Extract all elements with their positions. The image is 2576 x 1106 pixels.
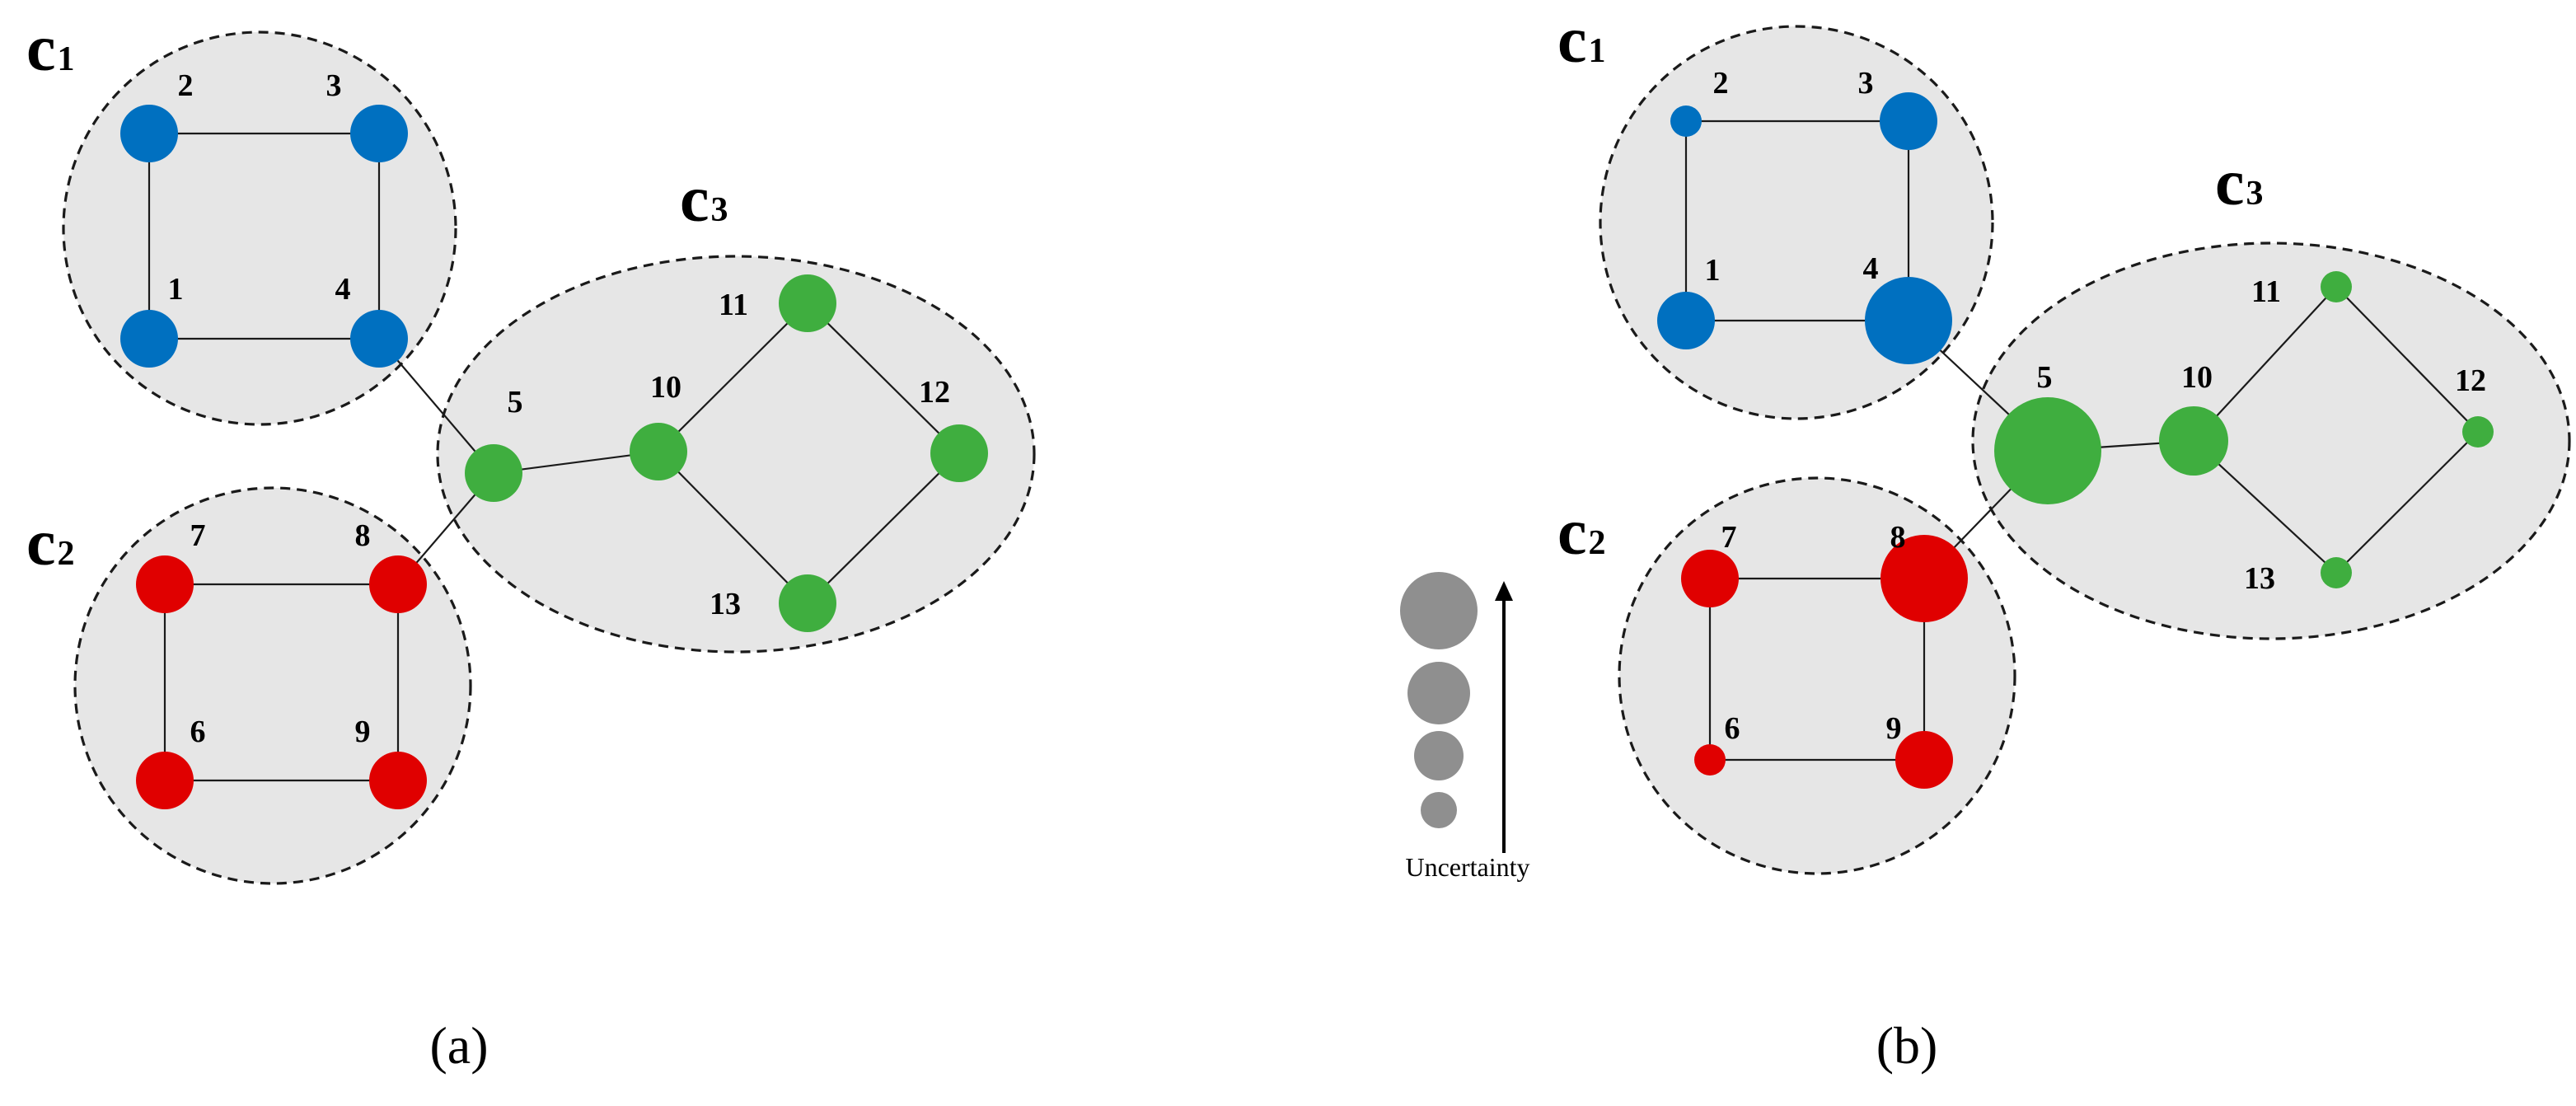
node-label-4: 4 (1863, 251, 1879, 286)
node-12 (930, 424, 988, 482)
node-label-8: 8 (1890, 520, 1906, 555)
node-label-11: 11 (2251, 274, 2281, 309)
node-label-12: 12 (919, 375, 950, 410)
node-label-10: 10 (2181, 360, 2213, 395)
node-label-8: 8 (355, 518, 371, 553)
cluster-c1-region (1599, 25, 1994, 420)
node-label-13: 13 (2244, 561, 2275, 596)
node-6 (136, 752, 194, 809)
node-label-9: 9 (1886, 711, 1902, 746)
cluster-label-c2: c2 (26, 507, 75, 579)
node-13 (779, 574, 836, 632)
node-8 (369, 555, 427, 613)
cluster-c1-region (62, 30, 457, 426)
node-11 (779, 274, 836, 332)
node-label-7: 7 (1721, 520, 1737, 555)
node-2 (1670, 105, 1702, 137)
node-5 (1994, 397, 2101, 504)
edge-10-11 (658, 302, 808, 452)
edge-12-13 (807, 452, 960, 604)
node-label-9: 9 (355, 715, 371, 749)
legend-circle-level-2 (1414, 731, 1464, 780)
node-label-1: 1 (1705, 253, 1721, 288)
node-6 (1694, 744, 1726, 776)
node-label-7: 7 (190, 518, 206, 553)
edge-11-12 (807, 302, 960, 454)
node-8 (1880, 535, 1968, 622)
node-10 (2159, 406, 2228, 476)
node-label-2: 2 (1713, 66, 1729, 101)
node-4 (350, 310, 408, 368)
cluster-label-c3: c3 (2215, 147, 2264, 219)
panel-label-a: (a) (429, 1016, 488, 1075)
node-3 (1880, 92, 1937, 150)
legend-arrow-up-icon (1495, 581, 1513, 601)
node-9 (1895, 731, 1953, 789)
legend-circle-level-4 (1400, 572, 1478, 649)
cluster-label-c1: c1 (1557, 4, 1606, 77)
node-label-11: 11 (719, 288, 748, 322)
node-label-3: 3 (326, 68, 342, 103)
node-label-5: 5 (508, 385, 523, 419)
node-12 (2462, 416, 2494, 448)
node-1 (1657, 292, 1715, 349)
node-label-2: 2 (178, 68, 194, 103)
cluster-c3-region (1971, 241, 2571, 640)
node-label-12: 12 (2455, 363, 2486, 398)
node-10 (630, 423, 687, 480)
node-11 (2321, 271, 2352, 302)
node-label-4: 4 (335, 272, 351, 307)
node-7 (136, 555, 194, 613)
cluster-c2-region (73, 486, 472, 885)
cluster-label-c3: c3 (680, 163, 728, 236)
panel-label-b: (b) (1876, 1016, 1938, 1075)
cluster-c2-region (1618, 476, 2016, 875)
edge-4-5 (378, 338, 494, 474)
node-label-6: 6 (190, 715, 206, 749)
node-3 (350, 105, 408, 162)
uncertainty-legend: Uncertainty (1400, 572, 1530, 882)
node-label-3: 3 (1858, 66, 1874, 101)
cluster-label-c2: c2 (1557, 496, 1606, 569)
node-9 (369, 752, 427, 809)
edge-10-11 (2193, 286, 2337, 442)
edge-11-12 (2335, 286, 2479, 433)
node-7 (1681, 550, 1739, 607)
legend-label: Uncertainty (1405, 852, 1529, 882)
legend-circle-level-1 (1421, 792, 1457, 828)
node-2 (120, 105, 178, 162)
cluster-c3-region (436, 255, 1036, 654)
node-4 (1865, 277, 1952, 364)
node-1 (120, 310, 178, 368)
node-label-13: 13 (710, 587, 741, 621)
node-label-5: 5 (2037, 360, 2053, 395)
edge-13-10 (658, 451, 808, 604)
legend-circle-level-3 (1407, 662, 1470, 724)
node-5 (465, 444, 522, 502)
edge-12-13 (2335, 431, 2479, 574)
cluster-label-c1: c1 (26, 12, 75, 85)
node-label-6: 6 (1725, 711, 1740, 746)
node-label-1: 1 (168, 272, 184, 307)
node-13 (2321, 557, 2352, 588)
edges (148, 132, 960, 782)
node-label-10: 10 (650, 370, 681, 405)
